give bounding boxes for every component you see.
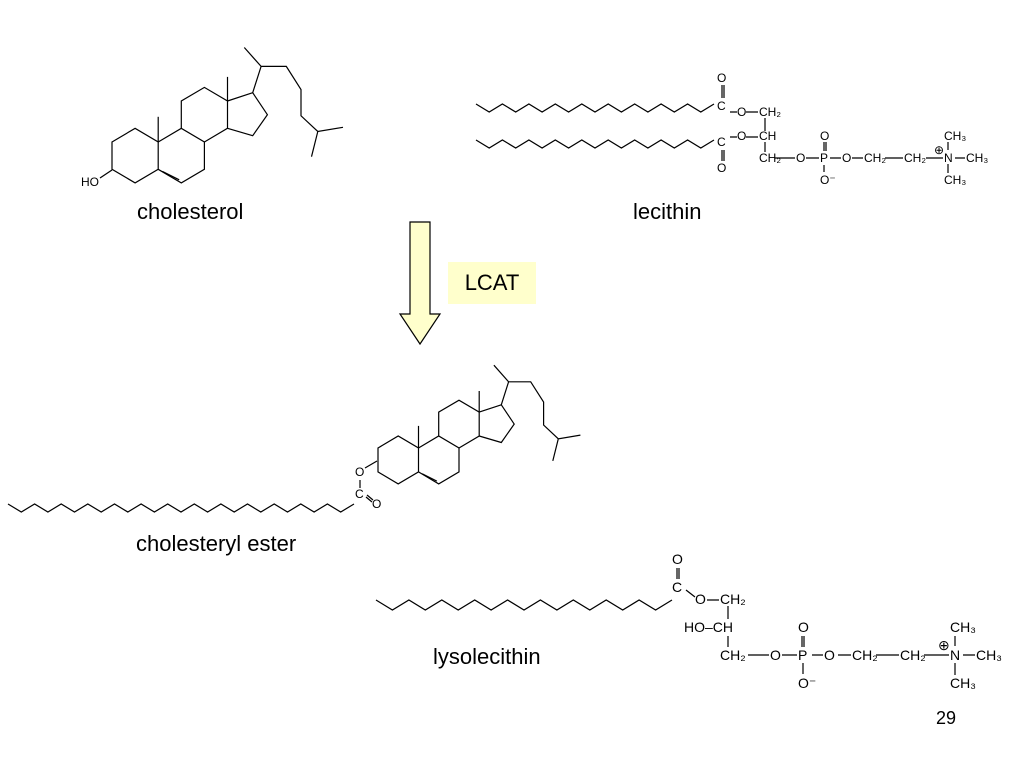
atom-ch2: CH₂ [759, 105, 781, 119]
side-chain [493, 364, 581, 462]
atom-o: O [770, 647, 781, 663]
atom-ch3: CH₃ [944, 173, 966, 187]
cholesteryl-ester-structure [7, 364, 581, 513]
ring-c [438, 399, 480, 449]
lecithin-label: lecithin [633, 199, 702, 224]
atom-ho: HO [81, 175, 99, 189]
atom-ch2: CH₂ [864, 151, 886, 165]
ring-b [418, 435, 460, 485]
atom-ch3: CH₃ [950, 675, 976, 691]
lysolecithin-structure [375, 599, 673, 611]
reaction-arrow [398, 221, 442, 346]
atom-ch2: CH₂ [852, 647, 878, 663]
fatty-acid-chain [475, 139, 715, 149]
atom-ch3: CH₃ [950, 619, 976, 635]
atom-o-minus: O⁻ [820, 173, 836, 187]
cholesterol-structure [99, 47, 344, 184]
page-number: 29 [936, 708, 957, 728]
lecithin-structure [475, 103, 715, 149]
atom-o: O [372, 497, 381, 511]
ring-b [157, 127, 205, 184]
fatty-acid-chain [375, 599, 673, 611]
ring-a [111, 127, 159, 184]
atom-o: O [672, 551, 683, 567]
fatty-acid-chain [7, 503, 355, 513]
atom-o: O [355, 465, 364, 479]
atom-ch3: CH₃ [976, 647, 1002, 663]
atom-o: O [737, 129, 746, 143]
atom-o: O [824, 647, 835, 663]
double-bond [421, 473, 438, 482]
atom-o: O [695, 591, 706, 607]
atom-ch2: CH₂ [904, 151, 926, 165]
cholesterol-label: cholesterol [137, 199, 244, 224]
atom-o: O [737, 105, 746, 119]
ring-d [227, 91, 269, 137]
atom-ho-ch: HO–CH [684, 619, 733, 635]
atom-ch2: CH₂ [759, 151, 781, 165]
lecithin-headgroup: O C O CH₂ C O O CH CH₂ O P O O⁻ O CH₂ CH… [81, 71, 988, 189]
ring-a [377, 435, 420, 485]
charge-plus: ⊕ [938, 637, 950, 653]
cholesteryl-ester-label: cholesteryl ester [136, 531, 297, 556]
atom-ch2: CH₂ [900, 647, 926, 663]
charge-plus: ⊕ [934, 143, 944, 157]
fatty-acid-chain [475, 103, 715, 113]
atom-ch2: CH₂ [720, 591, 746, 607]
atom-c: C [355, 487, 364, 501]
side-chain [243, 47, 344, 157]
atom-o: O [820, 129, 829, 143]
atom-n: N [950, 647, 960, 663]
ring-c [180, 86, 229, 143]
atom-p: P [820, 151, 828, 165]
bond-line [676, 568, 975, 675]
lysolecithin-headgroup: O C O CH₂ HO–CH CH₂ O P O O⁻ O CH₂ CH₂ N… [672, 551, 1002, 691]
atom-o-minus: O⁻ [798, 675, 816, 691]
cholesteryl-ester-atoms: O C O [355, 460, 381, 511]
atom-ch2: CH₂ [720, 647, 746, 663]
oh-bond [99, 169, 113, 179]
enzyme-label: LCAT [448, 262, 536, 304]
bond-line [721, 85, 965, 173]
atom-o: O [842, 151, 851, 165]
lysolecithin-label: lysolecithin [433, 644, 541, 669]
double-bond [162, 170, 180, 181]
bond-line [359, 460, 378, 503]
ring-d [479, 404, 515, 444]
atom-o: O [717, 161, 726, 175]
atom-o: O [796, 151, 805, 165]
atom-ch: CH [759, 129, 776, 143]
atom-p: P [798, 647, 807, 663]
atom-o: O [798, 619, 809, 635]
atom-c: C [717, 99, 726, 113]
atom-o: O [717, 71, 726, 85]
atom-ch3: CH₃ [944, 129, 966, 143]
atom-c: C [672, 579, 682, 595]
atom-n: N [944, 151, 953, 165]
atom-c: C [717, 135, 726, 149]
atom-ch3: CH₃ [966, 151, 988, 165]
